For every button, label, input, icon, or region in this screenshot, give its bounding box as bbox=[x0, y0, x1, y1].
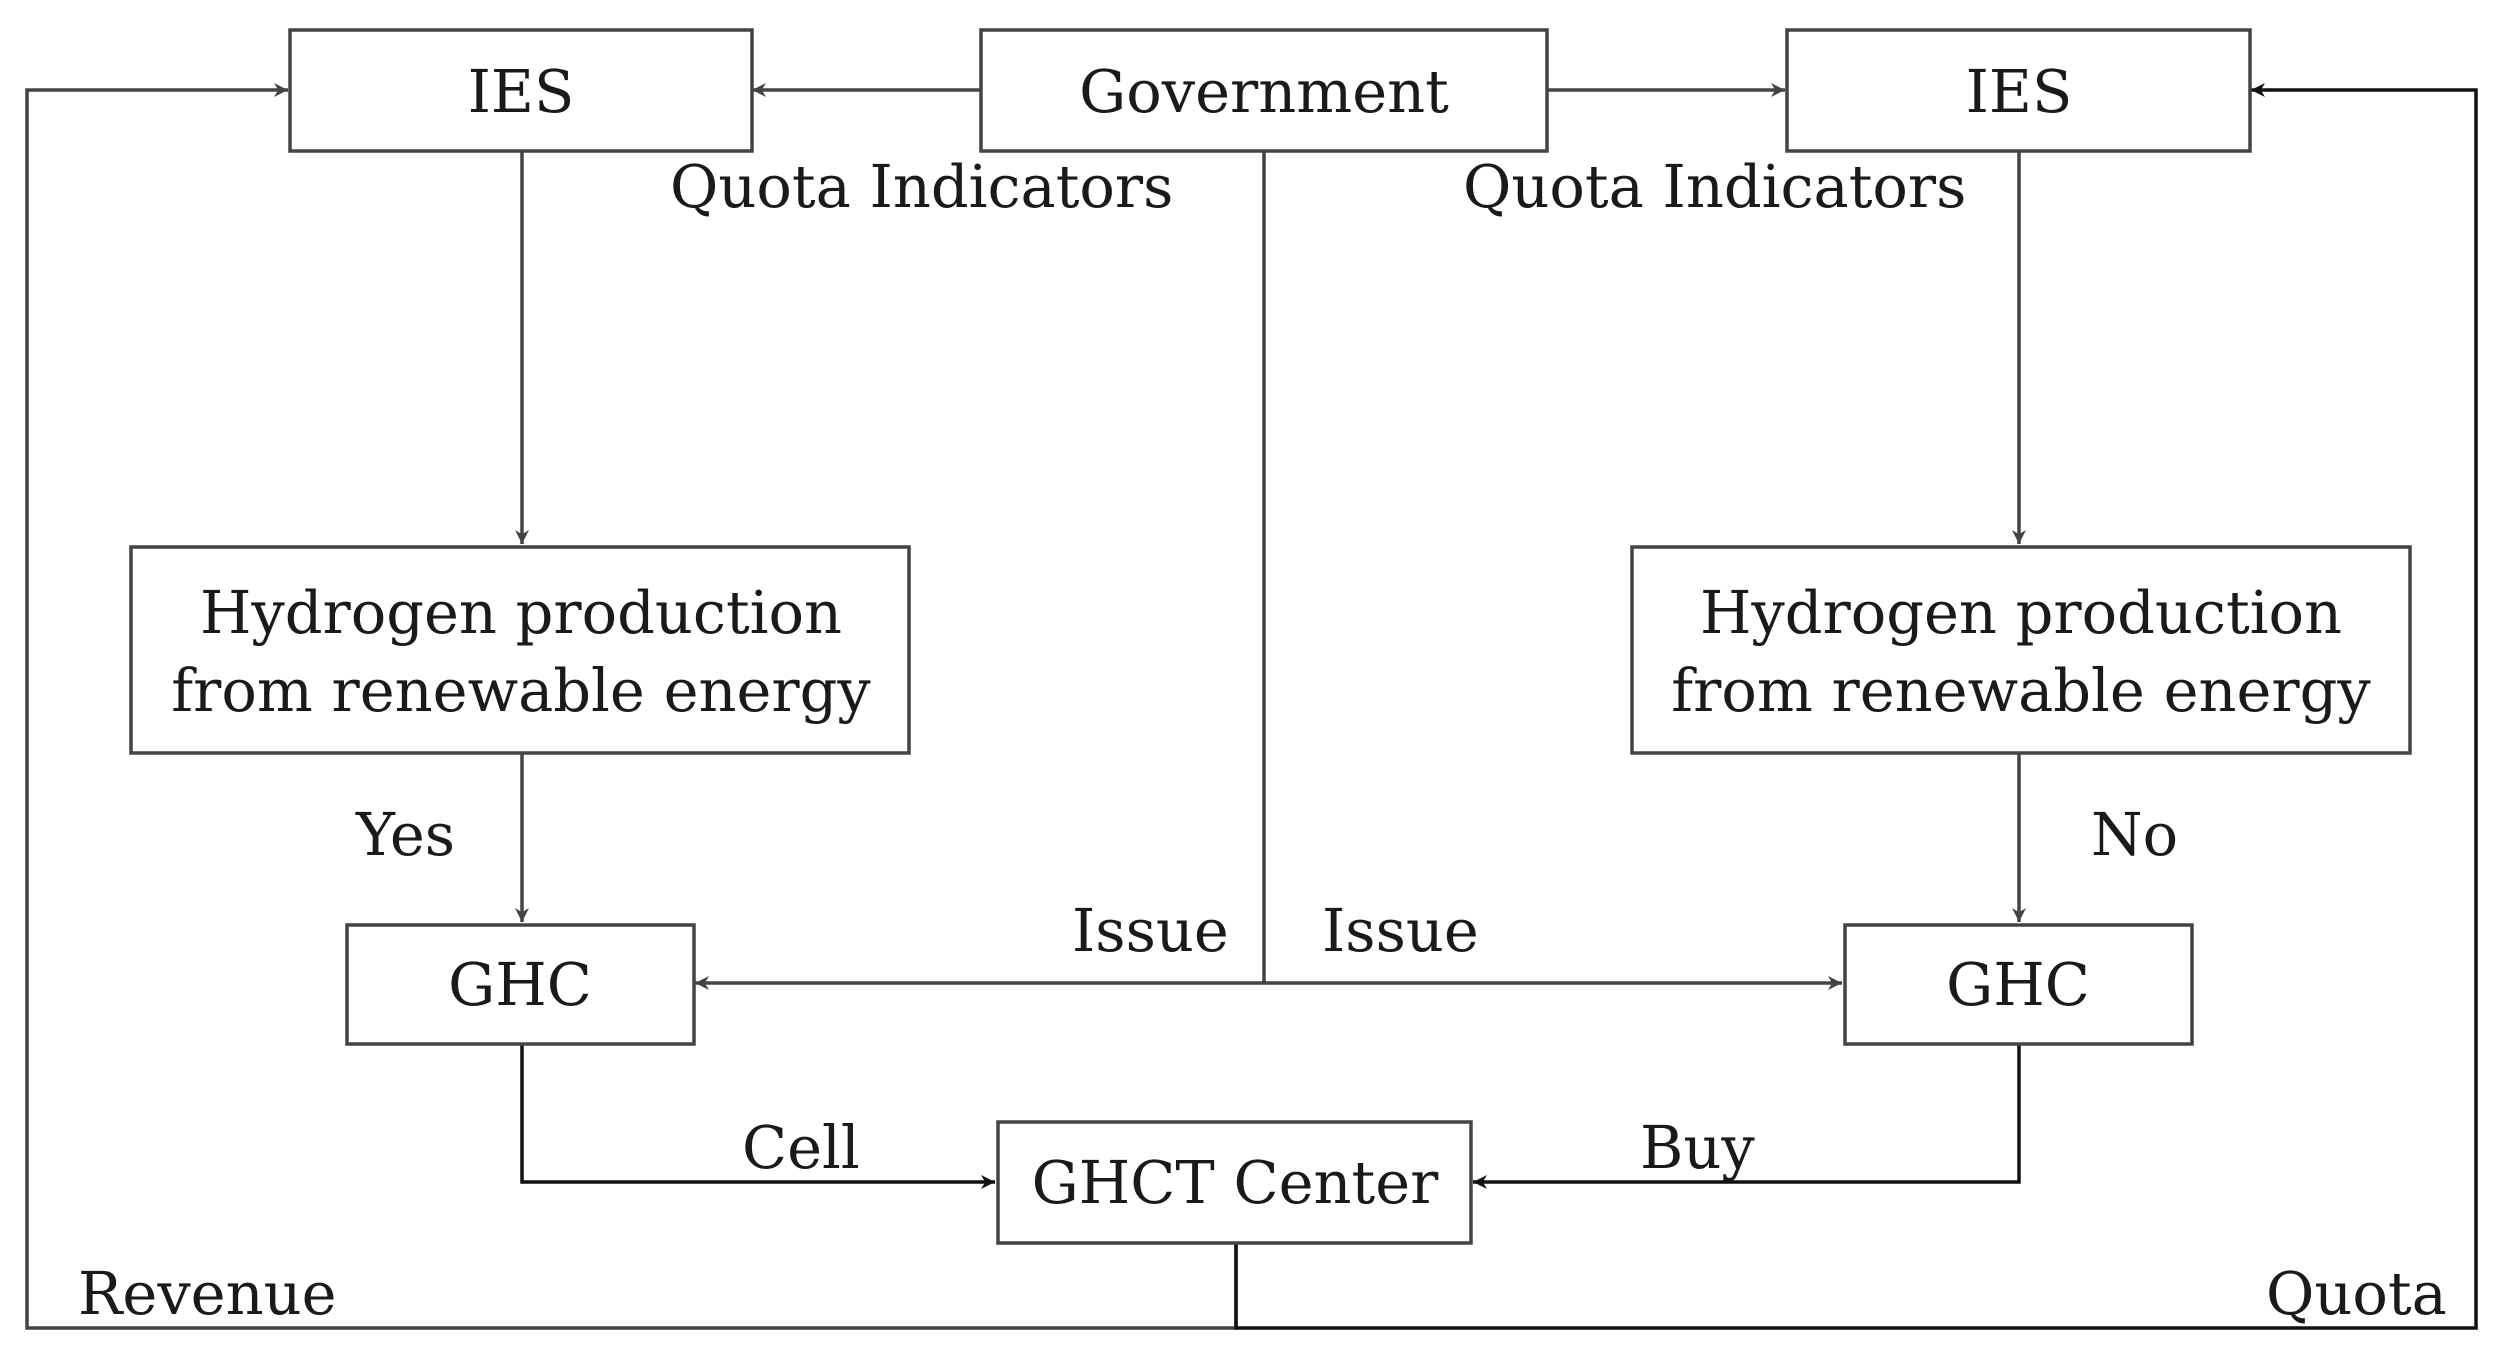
node-ghc-left-label: GHC bbox=[448, 950, 592, 1019]
label-buy: Buy bbox=[1640, 1113, 1755, 1182]
node-government: Government bbox=[979, 28, 1549, 153]
node-hydrogen-right: Hydrogen production from renewable energ… bbox=[1630, 545, 2412, 755]
label-quota: Quota bbox=[2266, 1259, 2447, 1328]
node-ies-left: IES bbox=[288, 28, 754, 153]
node-ghct-center-label: GHCT Center bbox=[1032, 1148, 1440, 1217]
node-ghc-left: GHC bbox=[345, 923, 696, 1046]
node-ghc-right-label: GHC bbox=[1946, 950, 2090, 1019]
node-hydrogen-right-line2: from renewable energy bbox=[1671, 656, 2371, 725]
edge-ghct-center-to-ies-right bbox=[1234, 83, 2478, 1330]
edge-ghc-right-to-ghct-center bbox=[1473, 1044, 2021, 1189]
label-revenue: Revenue bbox=[78, 1259, 337, 1328]
node-ies-right-label: IES bbox=[1966, 57, 2073, 126]
label-issue-left: Issue bbox=[1072, 896, 1229, 965]
label-yes: Yes bbox=[355, 800, 455, 869]
label-quota-indicators-left: Quota Indicators bbox=[670, 152, 1173, 221]
node-ghct-center: GHCT Center bbox=[996, 1120, 1473, 1245]
node-hydrogen-left: Hydrogen production from renewable energ… bbox=[129, 545, 911, 755]
node-government-label: Government bbox=[1079, 57, 1449, 126]
node-hydrogen-left-line1: Hydrogen production bbox=[200, 578, 842, 647]
label-cell: Cell bbox=[742, 1113, 860, 1182]
label-quota-indicators-right: Quota Indicators bbox=[1463, 152, 1966, 221]
node-hydrogen-right-line1: Hydrogen production bbox=[1700, 578, 2342, 647]
node-hydrogen-left-line2: from renewable energy bbox=[171, 656, 871, 725]
label-issue-right: Issue bbox=[1322, 896, 1479, 965]
node-ies-left-label: IES bbox=[468, 57, 575, 126]
edge-ghc-left-to-ghct-center bbox=[520, 1044, 995, 1189]
label-no: No bbox=[2091, 800, 2178, 869]
node-ghc-right: GHC bbox=[1843, 923, 2194, 1046]
node-ies-right: IES bbox=[1785, 28, 2252, 153]
